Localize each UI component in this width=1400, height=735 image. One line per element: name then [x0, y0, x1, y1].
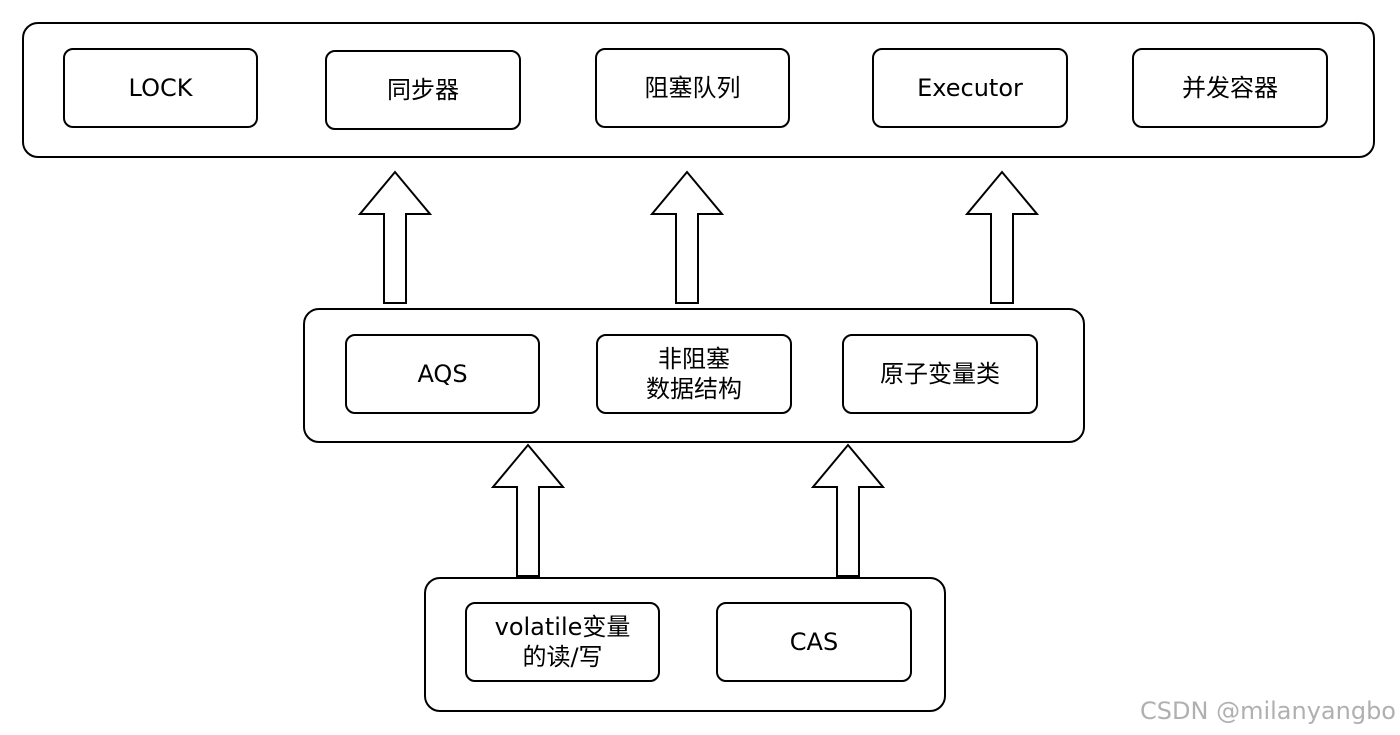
- non-blocking-data-structure-box: 非阻塞 数据结构: [596, 334, 792, 414]
- atomic-variable-class-box: 原子变量类: [842, 334, 1038, 414]
- volatile-read-write-box: volatile变量 的读/写: [465, 602, 660, 682]
- executor-box: Executor: [872, 48, 1068, 128]
- lock-box: LOCK: [63, 48, 258, 128]
- concurrent-container-box: 并发容器: [1132, 48, 1328, 128]
- aqs-box: AQS: [345, 334, 540, 414]
- arrow-up-icon: [357, 170, 433, 304]
- cas-box: CAS: [716, 602, 912, 682]
- blocking-queue-box: 阻塞队列: [595, 48, 790, 128]
- arrow-up-icon: [964, 170, 1040, 304]
- arrow-up-icon: [649, 170, 725, 304]
- watermark: CSDN @milanyangbo: [1140, 697, 1396, 725]
- arrow-up-icon: [490, 443, 566, 577]
- arrow-up-icon: [810, 443, 886, 577]
- synchronizer-box: 同步器: [325, 50, 521, 130]
